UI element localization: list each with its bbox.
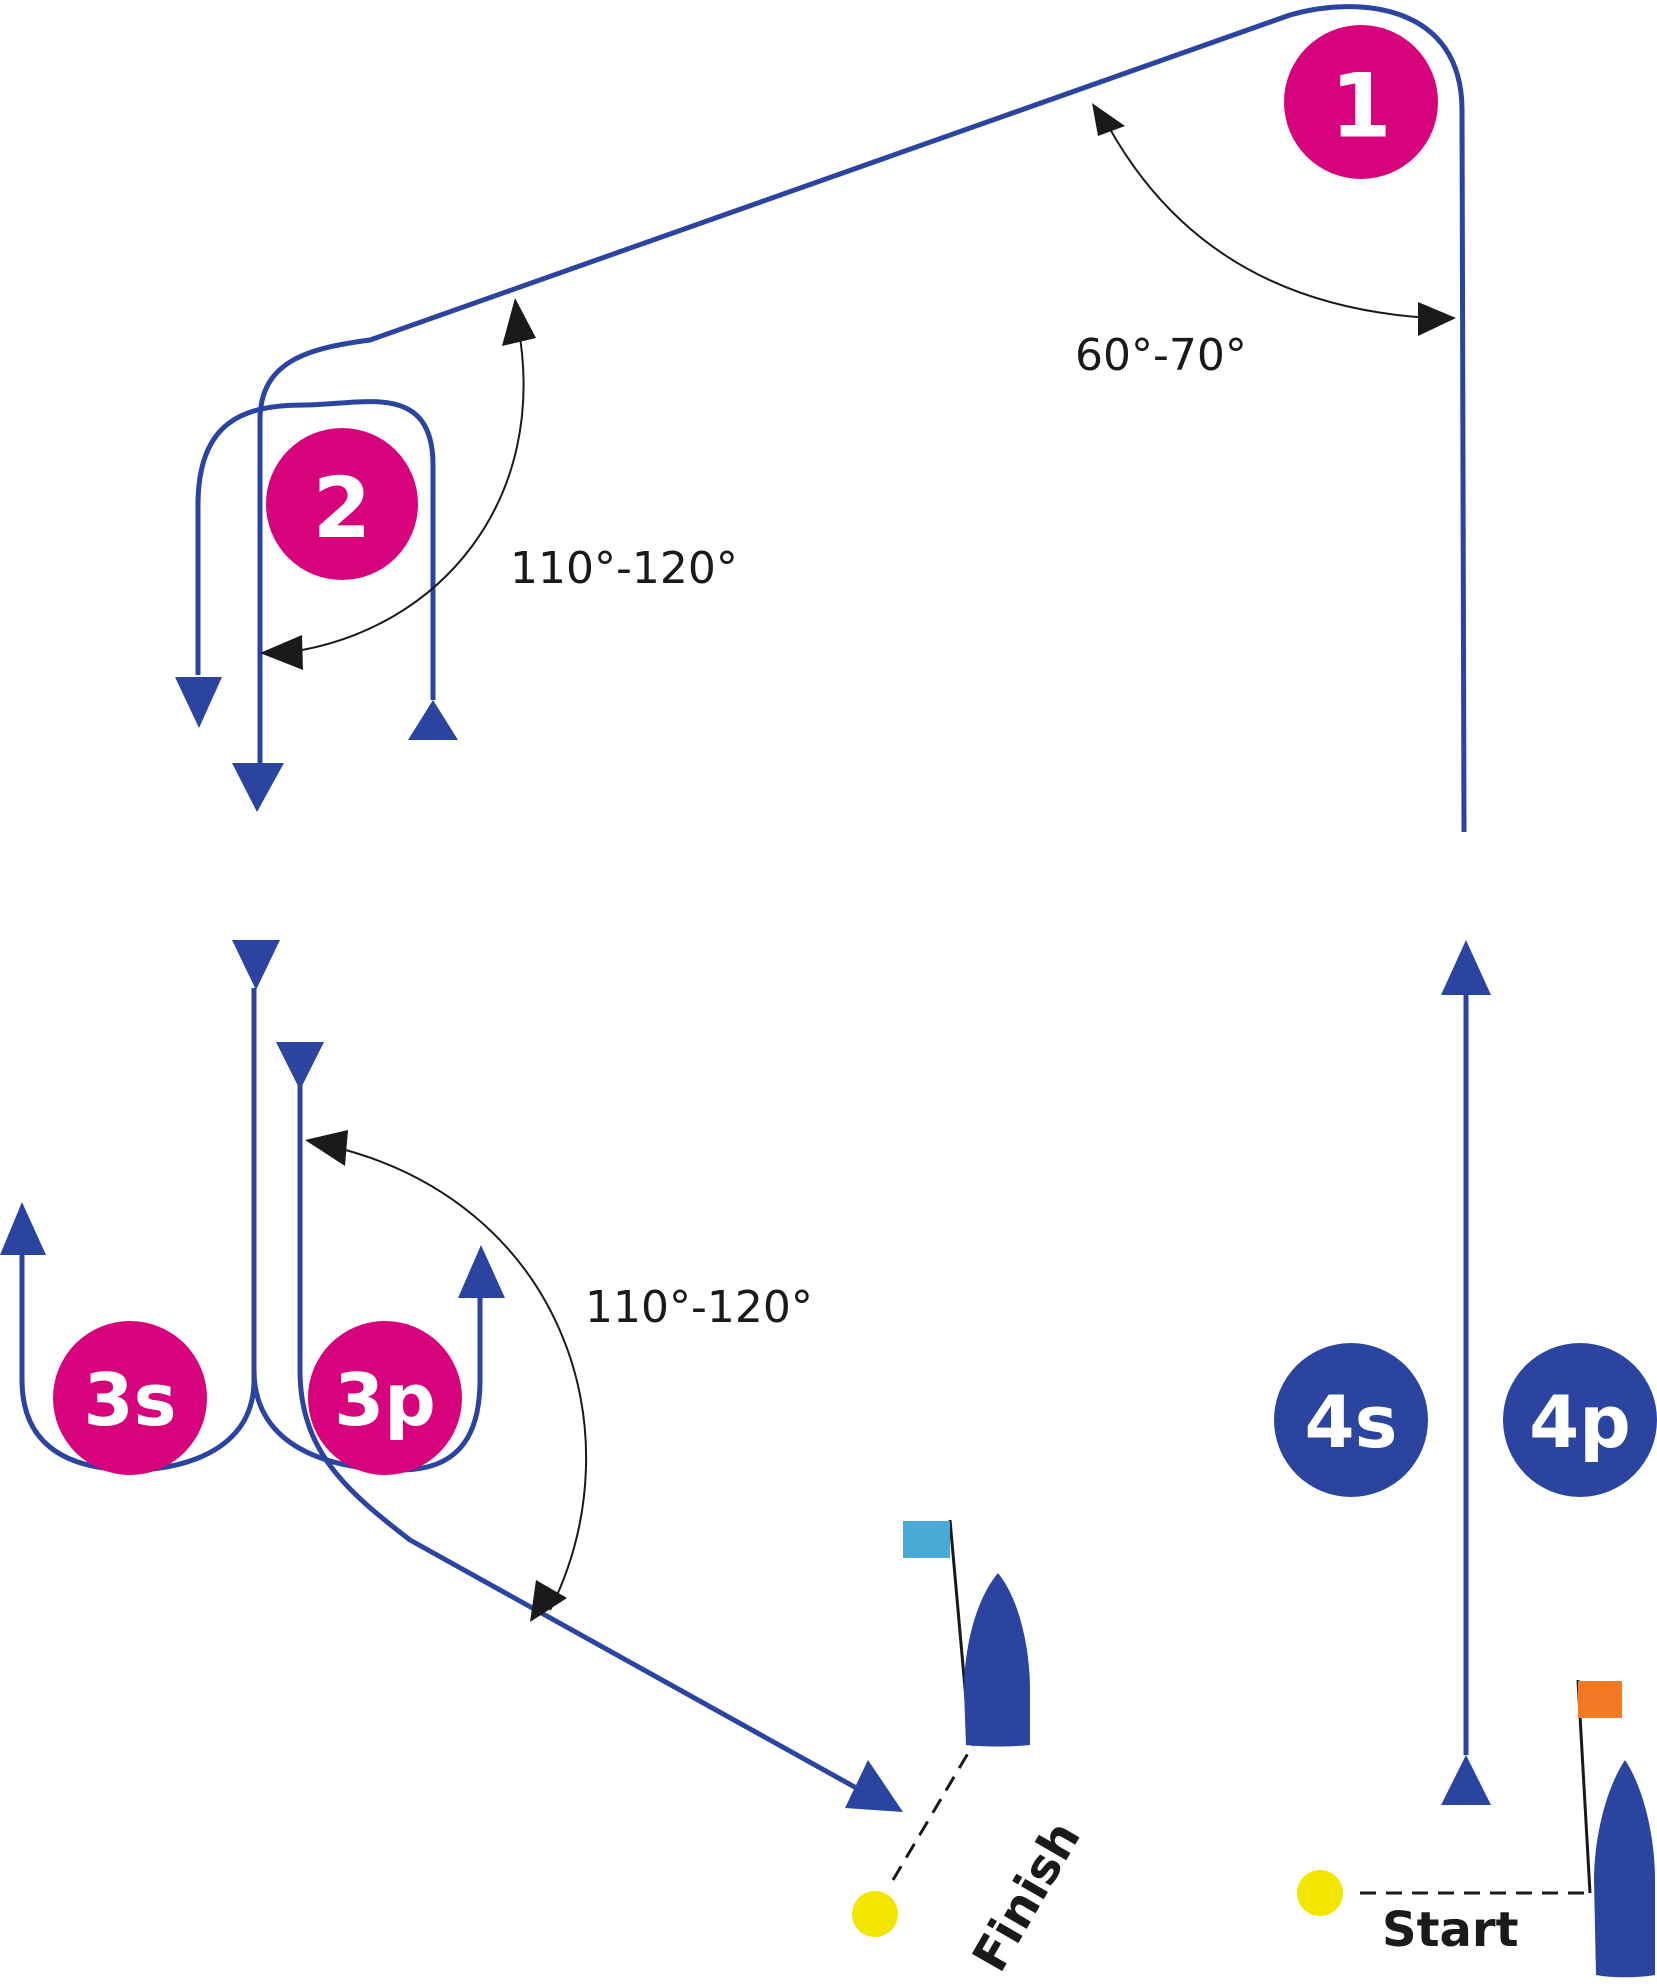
mark-4s-label: 4s <box>1305 1380 1398 1464</box>
start-label: Start <box>1382 1902 1519 1958</box>
mark-3s: 3s <box>53 1321 207 1475</box>
start-buoy-icon <box>1297 1870 1343 1916</box>
mark-1: 1 <box>1284 25 1438 179</box>
angle-label-mark-2: 110°-120° <box>510 543 738 594</box>
mark-2-label: 2 <box>313 459 371 557</box>
start-line: Start <box>1297 1679 1655 1978</box>
course-leg-run-right <box>297 1080 862 1793</box>
arrow-down-notch-icon <box>232 940 280 990</box>
arrow-down-icon <box>232 763 284 812</box>
angle-arrowhead-icon <box>260 635 303 670</box>
angle-label-mark-1: 60°-70° <box>1075 330 1247 381</box>
mark-4p-label: 4p <box>1529 1380 1631 1464</box>
angle-arrowhead-icon <box>1418 302 1456 336</box>
course-leg-reach-to-mark-1 <box>257 4 1467 833</box>
arrow-up-icon <box>1441 940 1491 995</box>
mark-2: 2 <box>266 428 418 580</box>
arrow-up-notch-icon <box>1441 1755 1491 1805</box>
angle-arrowhead-icon <box>530 1580 567 1622</box>
mark-3p: 3p <box>308 1321 462 1475</box>
angle-arc-mark-1 <box>1104 119 1431 319</box>
mark-4p: 4p <box>1503 1343 1657 1497</box>
angle-arrowhead-icon <box>502 298 536 346</box>
arrow-right-down-icon <box>845 1760 903 1812</box>
arrow-up-icon <box>408 700 458 740</box>
mark-1-label: 1 <box>1330 55 1391 158</box>
arrow-up-icon <box>458 1245 505 1298</box>
mark-3s-label: 3s <box>84 1358 177 1442</box>
finish-line: Finish <box>852 1519 1092 1981</box>
finish-flag-icon <box>903 1521 950 1558</box>
arrow-down-icon <box>175 677 222 728</box>
mark-4s: 4s <box>1274 1343 1428 1497</box>
course-loop-mark-2 <box>195 399 436 700</box>
finish-buoy-icon <box>852 1891 898 1937</box>
mark-3p-label: 3p <box>334 1358 436 1442</box>
angle-arrowhead-icon <box>1092 103 1125 136</box>
angle-arrowhead-icon <box>305 1130 348 1166</box>
angle-arc-mark-2 <box>289 324 525 653</box>
finish-label: Finish <box>962 1812 1092 1981</box>
arrow-up-icon <box>0 1202 46 1255</box>
start-boat-icon <box>1594 1760 1655 1978</box>
arrow-down-notch-icon <box>276 1042 324 1090</box>
angle-arc-mark-3 <box>329 1145 588 1611</box>
finish-boat-icon <box>964 1573 1030 1747</box>
start-flag-icon <box>1578 1681 1622 1718</box>
angle-label-mark-3: 110°-120° <box>585 1282 813 1333</box>
